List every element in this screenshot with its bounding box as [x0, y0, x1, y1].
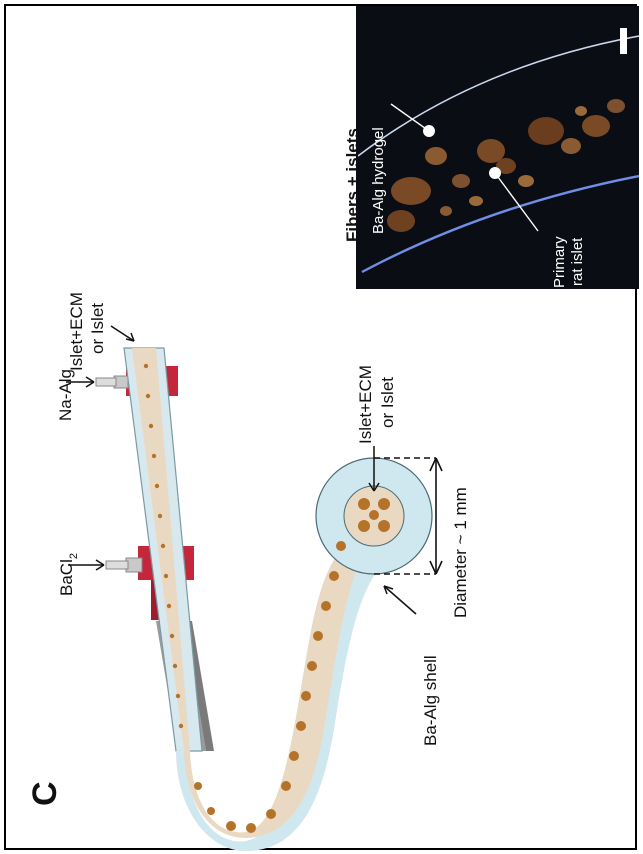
- panel-label: C: [26, 781, 64, 806]
- shell-label: Ba-Alg shell: [421, 655, 440, 746]
- hydrogel-label: Ba-Alg hydrogel: [370, 127, 387, 234]
- figure-panel: C: [4, 4, 637, 850]
- fiber-fabrication-diagram: C: [6, 6, 639, 852]
- hydrogel-pointer-dot: [423, 125, 435, 137]
- islet-ecm-top-line1: Islet+ECM: [67, 292, 86, 371]
- islet-label-line1: Primary: [551, 236, 568, 288]
- inset-micrograph: Fibers + islets Ba-Alg hydrogel Primary …: [343, 6, 639, 289]
- islet-label-line2: rat islet: [569, 237, 586, 286]
- islet-ecm-top-line2: or Islet: [88, 303, 107, 354]
- islet-ecm-mid-line1: Islet+ECM: [356, 365, 375, 444]
- islet-pointer-dot: [489, 167, 501, 179]
- scale-bar: [620, 28, 627, 54]
- diameter-label: Diameter ~ 1 mm: [451, 487, 470, 618]
- inset-title: Fibers + islets: [343, 128, 362, 242]
- bacl2-label: BaCl2: [57, 553, 80, 596]
- na-alg-label: Na-Alg: [56, 369, 75, 421]
- islet-ecm-mid-line2: or Islet: [378, 377, 397, 428]
